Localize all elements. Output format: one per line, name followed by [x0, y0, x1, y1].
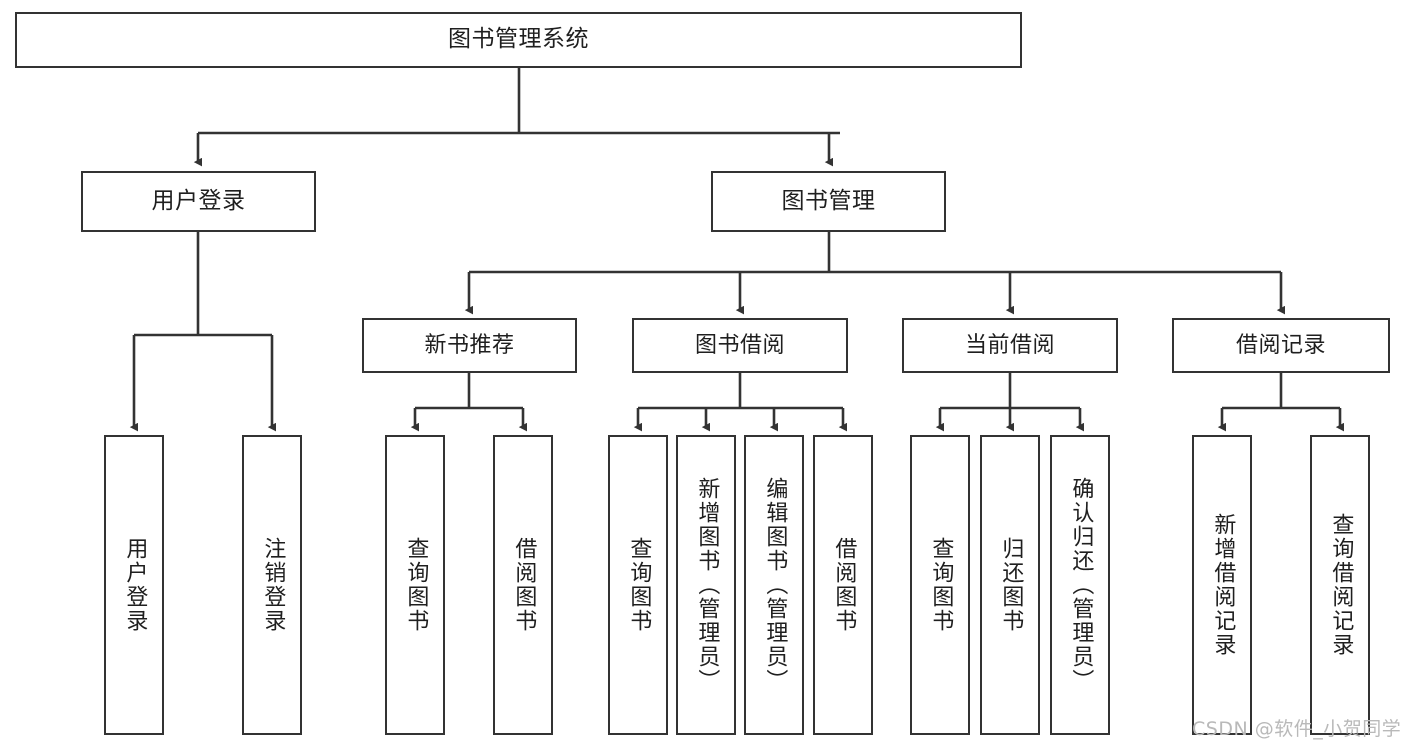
node-root-system[interactable]: 图书管理系统	[15, 12, 1022, 68]
leaf-borrow-record-add[interactable]: 新增借阅记录	[1192, 435, 1252, 735]
node-new-book-recommend-label: 新书推荐	[424, 332, 515, 358]
leaf-current-borrow-return[interactable]: 归还图书	[980, 435, 1040, 735]
node-user-login-label: 用户登录	[151, 187, 246, 214]
leaf-current-borrow-query-label: 查询图书	[928, 537, 954, 633]
node-current-borrow[interactable]: 当前借阅	[902, 318, 1118, 373]
leaf-book-borrow-query[interactable]: 查询图书	[608, 435, 668, 735]
leaf-current-borrow-query[interactable]: 查询图书	[910, 435, 970, 735]
leaf-book-borrow-edit-label: 编辑图书（管理员）	[762, 477, 788, 693]
node-book-management[interactable]: 图书管理	[711, 171, 946, 232]
node-book-borrow[interactable]: 图书借阅	[632, 318, 848, 373]
node-borrow-record-label: 借阅记录	[1235, 332, 1326, 358]
leaf-new-book-query[interactable]: 查询图书	[385, 435, 445, 735]
node-borrow-record[interactable]: 借阅记录	[1172, 318, 1390, 373]
leaf-book-borrow-query-label: 查询图书	[626, 537, 652, 633]
leaf-book-borrow-add[interactable]: 新增图书（管理员）	[676, 435, 736, 735]
leaf-new-book-query-label: 查询图书	[403, 537, 429, 633]
leaf-book-borrow-borrow-label: 借阅图书	[831, 537, 857, 633]
node-book-management-label: 图书管理	[781, 187, 876, 214]
leaf-new-book-borrow-label: 借阅图书	[511, 537, 537, 633]
node-book-borrow-label: 图书借阅	[694, 332, 785, 358]
leaf-user-login-signout-label: 注销登录	[260, 537, 286, 633]
leaf-borrow-record-query[interactable]: 查询借阅记录	[1310, 435, 1370, 735]
leaf-borrow-record-add-label: 新增借阅记录	[1210, 513, 1236, 657]
node-root-system-label: 图书管理系统	[448, 26, 589, 53]
leaf-current-borrow-confirm-return[interactable]: 确认归还（管理员）	[1050, 435, 1110, 735]
leaf-user-login-signout[interactable]: 注销登录	[242, 435, 302, 735]
leaf-current-borrow-return-label: 归还图书	[998, 537, 1024, 633]
node-new-book-recommend[interactable]: 新书推荐	[362, 318, 577, 373]
leaf-user-login-signin[interactable]: 用户登录	[104, 435, 164, 735]
node-user-login[interactable]: 用户登录	[81, 171, 316, 232]
leaf-user-login-signin-label: 用户登录	[122, 537, 148, 633]
node-current-borrow-label: 当前借阅	[964, 332, 1055, 358]
leaf-new-book-borrow[interactable]: 借阅图书	[493, 435, 553, 735]
leaf-current-borrow-confirm-return-label: 确认归还（管理员）	[1068, 477, 1094, 693]
leaf-book-borrow-add-label: 新增图书（管理员）	[694, 477, 720, 693]
leaf-book-borrow-edit[interactable]: 编辑图书（管理员）	[744, 435, 804, 735]
watermark: CSDN @软件_小贺同学	[1192, 718, 1402, 740]
leaf-borrow-record-query-label: 查询借阅记录	[1328, 513, 1354, 657]
leaf-book-borrow-borrow[interactable]: 借阅图书	[813, 435, 873, 735]
